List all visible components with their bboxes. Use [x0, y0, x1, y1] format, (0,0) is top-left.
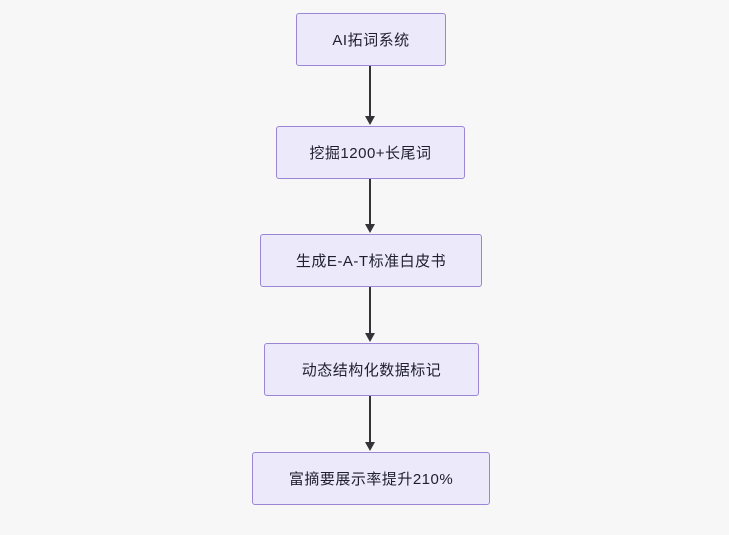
flow-arrow-n3-to-n4	[369, 287, 371, 334]
flow-arrow-n4-to-n5	[369, 396, 371, 443]
flow-node-n2[interactable]: 挖掘1200+长尾词	[276, 126, 465, 179]
flow-node-label: AI拓词系统	[332, 32, 410, 49]
flow-node-n4[interactable]: 动态结构化数据标记	[264, 343, 479, 396]
flow-arrow-n2-to-n3	[369, 179, 371, 225]
flow-node-n1[interactable]: AI拓词系统	[296, 13, 446, 66]
flow-node-n5[interactable]: 富摘要展示率提升210%	[252, 452, 490, 505]
flow-node-label: 富摘要展示率提升210%	[288, 471, 454, 488]
flow-node-n3[interactable]: 生成E-A-T标准白皮书	[260, 234, 482, 287]
flow-node-label: 挖掘1200+长尾词	[309, 145, 432, 162]
flow-node-label: 生成E-A-T标准白皮书	[295, 253, 447, 270]
flow-arrow-n1-to-n2	[369, 66, 371, 117]
flow-node-label: 动态结构化数据标记	[301, 362, 442, 379]
